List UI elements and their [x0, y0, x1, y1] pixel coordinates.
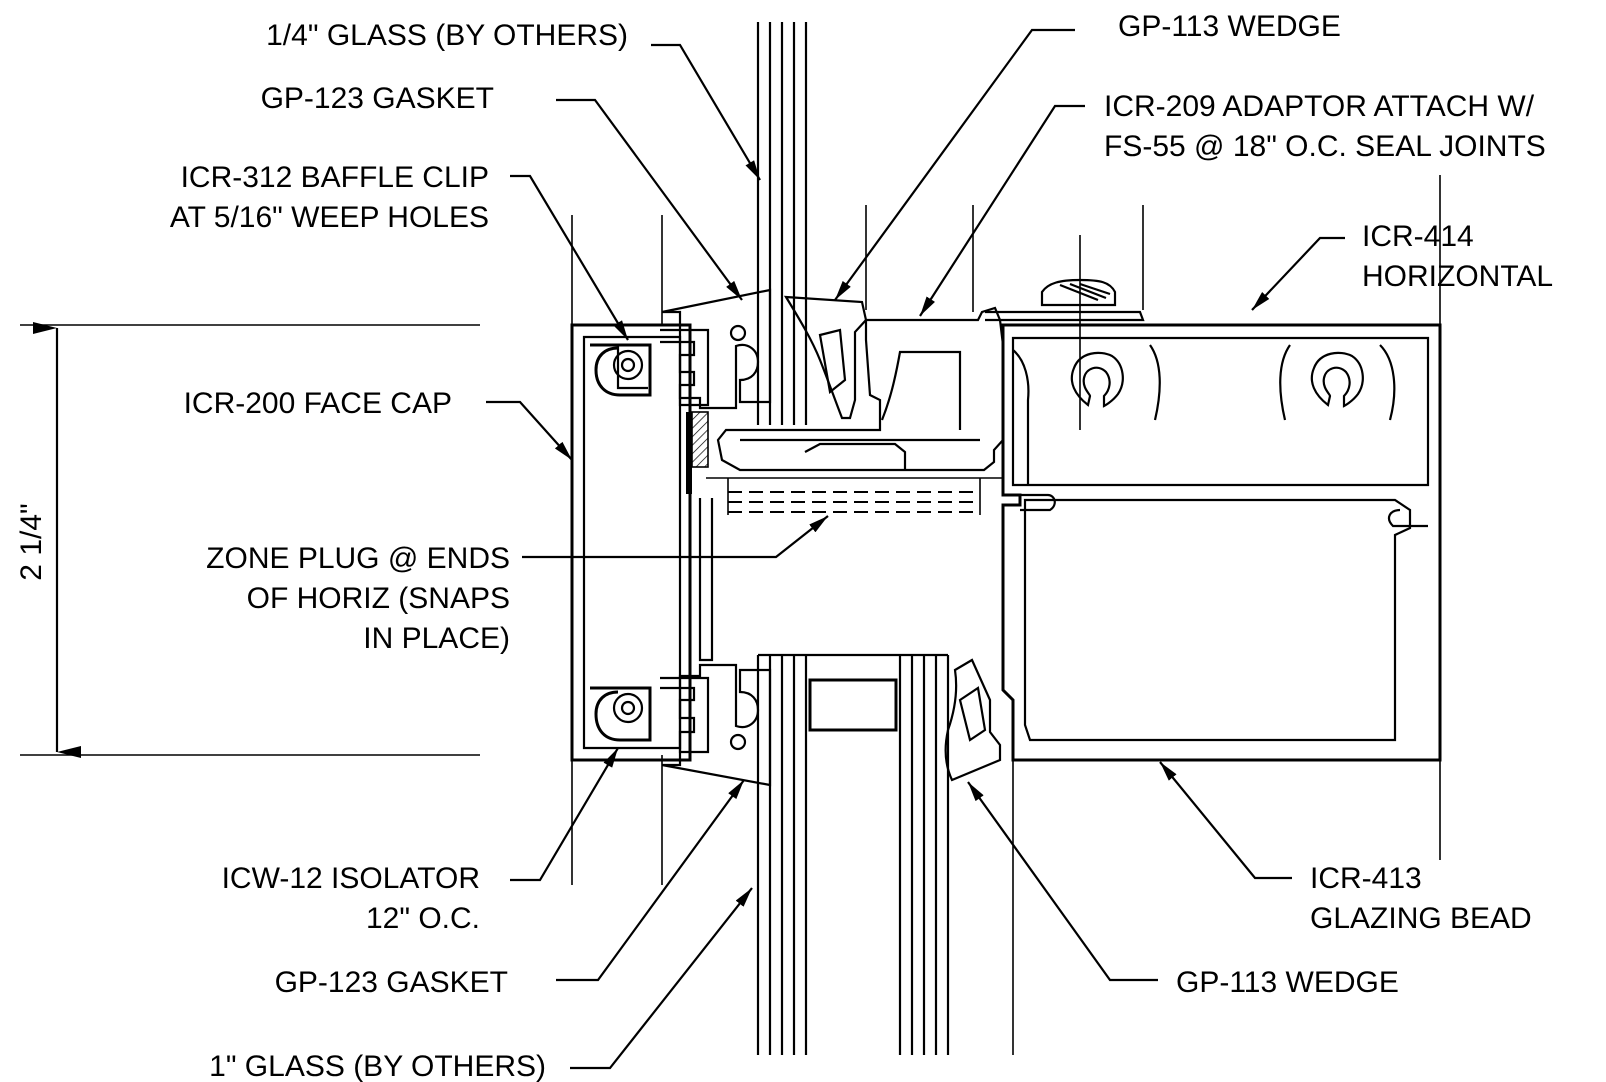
zone-plug-dashed — [706, 477, 1003, 515]
isolator-clip-top — [590, 328, 710, 407]
label-horizontal-line2: HORIZONTAL — [1362, 260, 1553, 293]
isolator-clip-bottom — [590, 676, 710, 754]
glass-spacer — [808, 678, 898, 732]
label-glass-quarter: 1/4" GLASS (BY OTHERS) — [266, 19, 628, 52]
label-gasket-top: GP-123 GASKET — [261, 82, 494, 115]
lower-chamber — [1023, 498, 1412, 742]
leader-glass-one — [570, 887, 753, 1070]
leader-gasket-top — [556, 98, 743, 301]
leader-lines — [486, 28, 1345, 1070]
label-glazing-line1: ICR-413 — [1310, 862, 1422, 895]
label-zone-line2: OF HORIZ (SNAPS — [247, 582, 510, 615]
height-dimension: 2 1/4" — [15, 322, 480, 758]
label-adaptor-line2: FS-55 @ 18" O.C. SEAL JOINTS — [1104, 130, 1546, 163]
leader-baffle-clip — [510, 174, 629, 341]
label-wedge-bottom: GP-113 WEDGE — [1176, 966, 1399, 999]
adaptor-profile — [716, 306, 1005, 472]
leader-glass-quarter — [651, 43, 761, 181]
web-strip — [686, 412, 692, 494]
gasket-top — [661, 288, 772, 410]
label-wedge-top: GP-113 WEDGE — [1118, 10, 1341, 43]
leader-face-cap — [486, 400, 573, 461]
dimension-label: 2 1/4" — [15, 503, 48, 580]
leader-adaptor — [919, 104, 1085, 317]
leader-wedge-top — [834, 28, 1075, 301]
gasket-bottom — [661, 663, 772, 787]
leader-wedge-bottom — [967, 781, 1158, 982]
leader-zone-plug — [522, 515, 829, 559]
label-isolator-line2: 12" O.C. — [366, 902, 480, 935]
label-horizontal-line1: ICR-414 — [1362, 220, 1474, 253]
spacer-hatched — [691, 411, 709, 468]
label-baffle-line1: ICR-312 BAFFLE CLIP — [181, 161, 489, 194]
leader-horizontal — [1251, 236, 1345, 311]
one-inch-glass-unit — [756, 653, 950, 1055]
label-glazing-line2: GLAZING BEAD — [1310, 902, 1532, 935]
label-glass-one: 1" GLASS (BY OTHERS) — [209, 1050, 546, 1082]
label-face-cap: ICR-200 FACE CAP — [184, 387, 452, 420]
leader-glazing-bead — [1159, 761, 1292, 880]
wedge-bottom — [944, 658, 1002, 782]
fastener-screw — [985, 278, 1145, 322]
label-baffle-line2: AT 5/16" WEEP HOLES — [170, 201, 489, 234]
leader-gasket-bottom — [556, 779, 745, 982]
label-adaptor-line1: ICR-209 ADAPTOR ATTACH W/ — [1104, 90, 1535, 123]
label-isolator-line1: ICW-12 ISOLATOR — [222, 862, 480, 895]
leader-isolator — [510, 747, 619, 882]
wedge-top — [783, 295, 868, 420]
upper-chamber — [1011, 336, 1430, 487]
inner-web — [698, 498, 714, 662]
quarter-inch-glass — [756, 22, 808, 425]
label-zone-line1: ZONE PLUG @ ENDS — [206, 542, 510, 575]
label-zone-line3: IN PLACE) — [363, 622, 510, 655]
callout-labels: 1/4" GLASS (BY OTHERS) GP-123 GASKET ICR… — [170, 10, 1553, 1082]
label-gasket-bottom: GP-123 GASKET — [275, 966, 508, 999]
horizontal-profile — [1001, 323, 1442, 762]
